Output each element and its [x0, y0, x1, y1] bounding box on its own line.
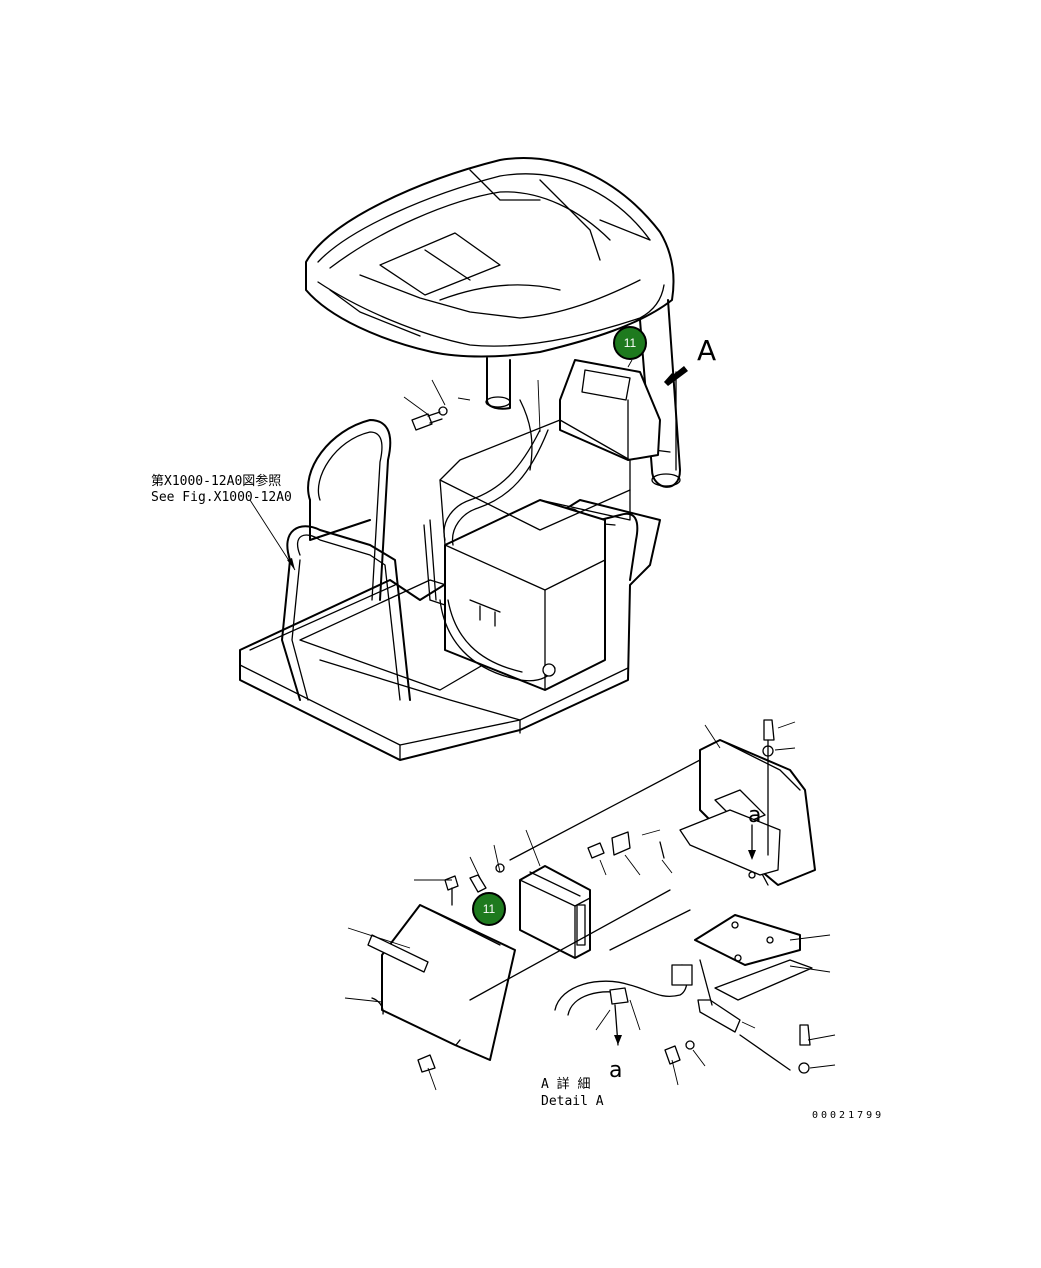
- view-a-arrow: [664, 366, 688, 471]
- hoses: [439, 399, 556, 682]
- badge-number: 11: [483, 902, 496, 916]
- sub-view-label-bottom: a: [609, 1058, 622, 1083]
- part-badge-11-detail[interactable]: 11: [472, 892, 506, 926]
- detail-a-assembly: [367, 719, 816, 1074]
- canopy-posts: [485, 299, 681, 488]
- reference-note-en: See Fig.X1000-12A0: [151, 490, 292, 505]
- leader-lines-detail: [344, 721, 836, 1091]
- badge-number: 11: [624, 336, 637, 350]
- part-badge-11-top[interactable]: 11: [613, 326, 647, 360]
- detail-title-en: Detail A: [541, 1094, 604, 1109]
- detail-title-jp: A 詳 細: [541, 1076, 590, 1092]
- leader-lines-top: [249, 359, 633, 571]
- drawing-code: 00021799: [812, 1110, 884, 1121]
- seat-base: [423, 419, 631, 691]
- sub-view-label-top: a: [748, 803, 761, 828]
- canopy-roof: [305, 157, 675, 358]
- top-bolts: [403, 379, 471, 431]
- reference-note-jp: 第X1000-12A0図参照: [151, 473, 281, 489]
- view-marker-letter: A: [697, 334, 716, 367]
